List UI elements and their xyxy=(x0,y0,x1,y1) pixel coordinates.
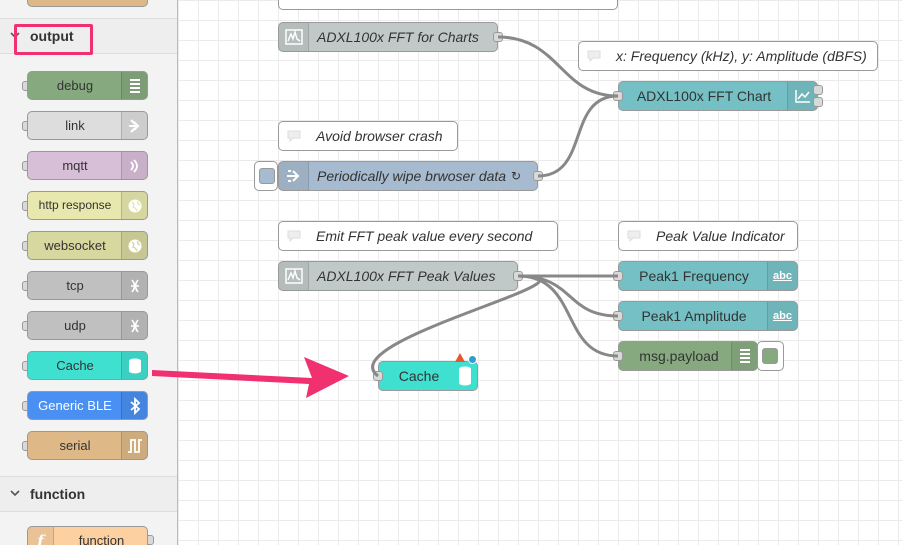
node-label: ADXL100x FFT for Charts xyxy=(317,29,479,45)
node-periodic-wipe[interactable]: Periodically wipe brwoser data ↻ xyxy=(278,161,543,191)
chevron-down-icon xyxy=(10,490,20,497)
changed-warning-icon xyxy=(455,353,465,362)
palette-category-function[interactable]: function xyxy=(0,476,177,512)
comment-bubble-icon xyxy=(279,122,309,150)
text-abc-icon: abc xyxy=(767,262,797,290)
palette-node-label: function xyxy=(78,533,125,545)
palette-node-websocket[interactable]: websocket xyxy=(27,231,148,260)
node-label: Cache xyxy=(398,368,440,384)
inject-button[interactable] xyxy=(254,161,278,191)
palette-node-label: tcp xyxy=(66,278,84,293)
node-label: Periodically wipe brwoser data xyxy=(317,168,507,184)
flow-comment-peak-indicator[interactable]: Peak Value Indicator xyxy=(618,221,798,251)
database-icon xyxy=(453,362,477,390)
node-peak1-amplitude[interactable]: Peak1 Amplitude abc xyxy=(613,301,798,331)
palette-node-udp[interactable]: udp xyxy=(27,311,148,340)
node-label: ADXL100x FFT Chart xyxy=(636,88,772,104)
globe-icon xyxy=(121,232,147,259)
palette-node-label: Cache xyxy=(56,358,94,373)
category-label: output xyxy=(30,28,74,44)
palette-node-serial[interactable]: serial xyxy=(27,431,148,460)
palette-node-label: link xyxy=(65,118,85,133)
palette-node-label: serial xyxy=(59,438,91,453)
palette-node-label: mqtt xyxy=(62,158,88,173)
palette-node-link[interactable]: link xyxy=(27,111,148,140)
comment-bubble-icon xyxy=(619,222,649,250)
arrow-right-icon xyxy=(279,162,309,190)
node-label: Peak1 Amplitude xyxy=(641,308,747,324)
debug-toggle-button[interactable] xyxy=(757,341,784,371)
palette-node-generic-ble[interactable]: Generic BLE xyxy=(27,391,148,420)
bluetooth-icon xyxy=(121,392,147,419)
palette-node-previous[interactable] xyxy=(27,0,148,7)
category-highlight xyxy=(14,24,93,55)
line-chart-icon xyxy=(787,82,817,110)
link-arrow-icon xyxy=(121,112,147,139)
node-fft-chart[interactable]: ADXL100x FFT Chart xyxy=(613,81,823,111)
bridge-icon xyxy=(121,272,147,299)
waveform-icon xyxy=(279,262,309,290)
globe-icon xyxy=(121,192,147,219)
debug-list-icon xyxy=(731,342,757,370)
changed-dot-icon xyxy=(468,355,477,364)
flow-comment-cut[interactable] xyxy=(278,0,618,10)
palette-node-label: http response xyxy=(38,198,112,212)
flow-comment-axes[interactable]: x: Frequency (kHz), y: Amplitude (dBFS) xyxy=(578,41,878,71)
palette-node-label: udp xyxy=(64,318,86,333)
palette-node-function[interactable]: f function xyxy=(27,526,148,545)
comment-label: x: Frequency (kHz), y: Amplitude (dBFS) xyxy=(616,48,867,64)
function-f-icon: f xyxy=(28,527,54,545)
node-label: Peak1 Frequency xyxy=(639,268,749,284)
repeat-indicator: ↻ xyxy=(511,169,522,183)
comment-label: Peak Value Indicator xyxy=(656,228,785,244)
debug-toggle[interactable] xyxy=(762,348,778,364)
palette-node-mqtt[interactable]: mqtt xyxy=(27,151,148,180)
node-peak1-frequency[interactable]: Peak1 Frequency abc xyxy=(613,261,798,291)
node-msg-payload[interactable]: msg.payload xyxy=(613,341,758,371)
flow-comment-emit-peak[interactable]: Emit FFT peak value every second xyxy=(278,221,558,251)
signal-waves-icon xyxy=(121,152,147,179)
palette-node-debug[interactable]: debug xyxy=(27,71,148,100)
node-label: msg.payload xyxy=(639,348,719,364)
node-label: ADXL100x FFT Peak Values xyxy=(317,268,496,284)
output-port[interactable] xyxy=(513,271,523,281)
node-cache[interactable]: Cache xyxy=(373,353,478,391)
square-wave-icon xyxy=(121,432,147,459)
output-port[interactable] xyxy=(813,85,823,95)
debug-list-icon xyxy=(121,72,147,99)
node-fft-for-charts[interactable]: ADXL100x FFT for Charts xyxy=(278,22,503,52)
output-port[interactable] xyxy=(533,171,543,181)
text-abc-icon: abc xyxy=(767,302,797,330)
palette-node-cache[interactable]: Cache xyxy=(27,351,148,380)
palette-node-label: websocket xyxy=(44,238,106,253)
comment-label: Emit FFT peak value every second xyxy=(316,228,533,244)
node-fft-peak-values[interactable]: ADXL100x FFT Peak Values xyxy=(278,261,523,291)
palette-node-label: debug xyxy=(56,78,94,93)
flow-workspace[interactable]: ADXL100x FFT for Charts x: Frequency (kH… xyxy=(178,0,902,545)
comment-bubble-icon xyxy=(579,42,609,70)
bridge-icon xyxy=(121,312,147,339)
category-label: function xyxy=(30,486,86,502)
inject-trigger[interactable] xyxy=(259,168,275,184)
flow-comment-avoid-crash[interactable]: Avoid browser crash xyxy=(278,121,458,151)
output-port[interactable] xyxy=(493,32,503,42)
node-palette: output debug link mqtt xyxy=(0,0,178,545)
comment-label: Avoid browser crash xyxy=(316,128,443,144)
output-port[interactable] xyxy=(813,97,823,107)
comment-bubble-icon xyxy=(279,222,309,250)
palette-node-tcp[interactable]: tcp xyxy=(27,271,148,300)
waveform-icon xyxy=(279,23,309,51)
database-icon xyxy=(121,352,147,379)
palette-node-http-response[interactable]: http response xyxy=(27,191,148,220)
palette-node-label: Generic BLE xyxy=(38,398,112,413)
